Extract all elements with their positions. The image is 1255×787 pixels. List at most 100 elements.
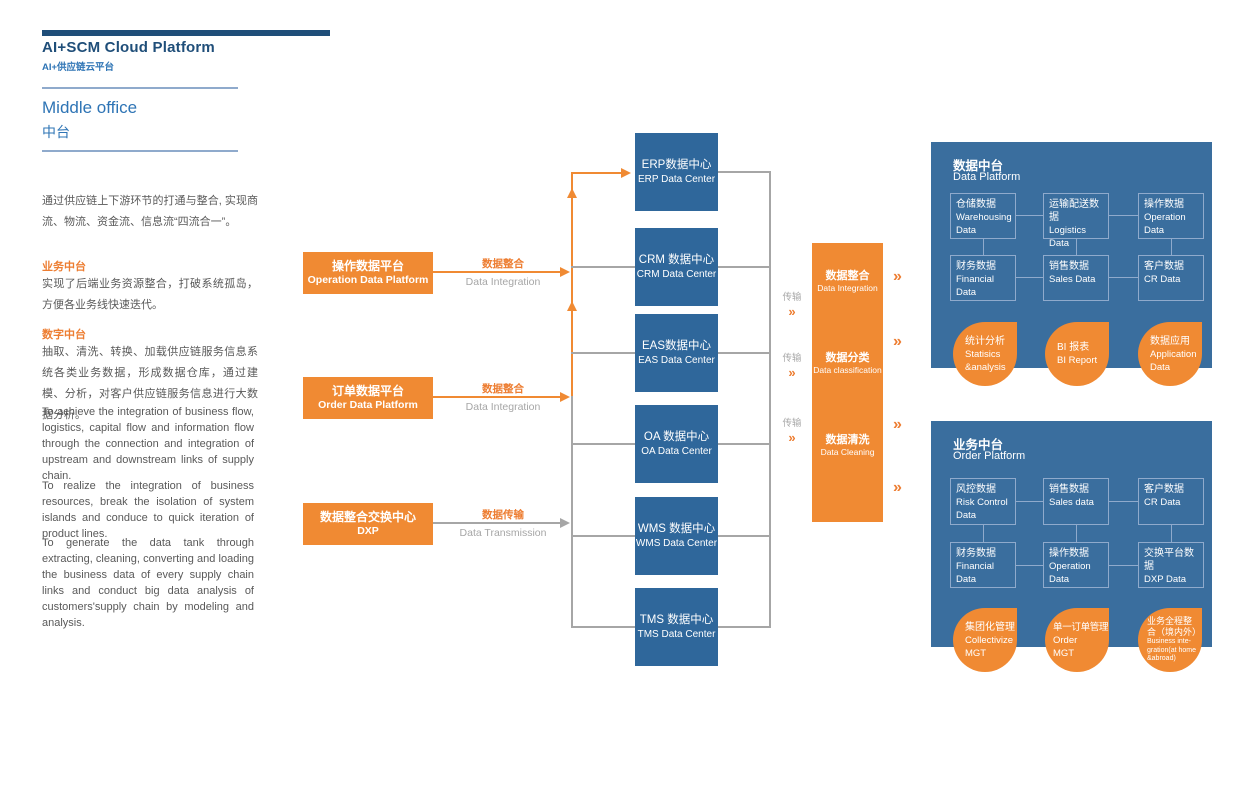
- box-label-zh: 销售数据: [1049, 484, 1089, 495]
- grid-connector: [1109, 277, 1138, 278]
- flow-arrow-line: [433, 396, 561, 398]
- eas-data-center-box: EAS数据中心 EAS Data Center: [635, 314, 718, 392]
- tms-label-en: TMS Data Center: [637, 629, 716, 640]
- operation-data-platform-label-en: Operation Data Platform: [307, 274, 429, 286]
- grid-connector: [1109, 215, 1138, 216]
- data-platform-panel: 数据中台 Data Platform 仓储数据 Warehousing Data…: [931, 142, 1212, 386]
- flow-arrow-line: [433, 522, 561, 524]
- collector-stub: [718, 352, 770, 354]
- collector-line: [769, 171, 771, 628]
- oa-label-zh: OA 数据中心: [643, 431, 710, 443]
- transfer-label-zh: 传输: [782, 292, 802, 303]
- collector-stub: [718, 535, 770, 537]
- order-data-platform-label-zh: 订单数据平台: [331, 384, 404, 398]
- box-label-zh: 客户数据: [1144, 484, 1184, 495]
- stage-label-en: Data Integration: [817, 283, 878, 293]
- crm-label-en: CRM Data Center: [636, 269, 717, 280]
- risk-control-data-box: 风控数据 Risk Control Data: [950, 478, 1016, 525]
- collector-stub: [718, 443, 770, 445]
- chevron-icon: »: [893, 268, 902, 285]
- box-label-en: Financial Data: [956, 274, 995, 298]
- grid-connector: [1171, 239, 1172, 255]
- tms-label-zh: TMS 数据中心: [639, 614, 714, 626]
- box-label-en: Sales Data: [1049, 274, 1096, 285]
- box-label-en: Operation Data: [1049, 561, 1091, 585]
- intro-paragraph-zh: 通过供应链上下游环节的打通与整合, 实现商流、物流、资金流、信息流“四流合一”。: [42, 195, 258, 228]
- statistics-analysis-bubble: 统计分析 Statisics &analysis: [953, 322, 1017, 386]
- box-label-en: CR Data: [1144, 497, 1181, 508]
- section-title-zh: 中台: [42, 124, 70, 140]
- box-label-zh: 销售数据: [1049, 261, 1089, 272]
- bus-line-gray: [571, 396, 573, 628]
- operation-data-platform-box: 操作数据平台 Operation Data Platform: [303, 252, 433, 294]
- bus-line-orange: [571, 172, 623, 174]
- box-label-zh: 财务数据: [956, 548, 996, 559]
- business-middle-office-heading: 业务中台: [42, 261, 86, 273]
- operation-data-box: 操作数据 Operation Data: [1043, 542, 1109, 588]
- stage-label-zh: 数据分类: [825, 352, 870, 364]
- flow-arrowhead: [560, 392, 570, 402]
- erp-label-en: ERP Data Center: [637, 174, 716, 185]
- transfer-label: 传输 »: [772, 415, 812, 447]
- chevron-icon: »: [788, 430, 796, 445]
- oa-data-center-box: OA 数据中心 OA Data Center: [635, 405, 718, 483]
- eas-label-en: EAS Data Center: [638, 355, 715, 366]
- transfer-label-zh: 传输: [782, 418, 802, 429]
- bus-arrowhead-up: [567, 301, 577, 311]
- stage-label-zh: 数据整合: [825, 270, 870, 282]
- dxp-box: 数据整合交换中心 DXP: [303, 503, 433, 545]
- link-label-en: Data Integration: [465, 401, 541, 413]
- sales-data-box: 销售数据 Sales Data: [1043, 255, 1109, 301]
- chevron-icon: »: [788, 304, 796, 319]
- divider-line: [42, 87, 238, 89]
- box-label-zh: 仓储数据: [956, 199, 996, 210]
- data-platform-title-en: Data Platform: [953, 171, 1021, 183]
- operation-data-box: 操作数据 Operation Data: [1138, 193, 1204, 239]
- business-middle-office-body: 实现了后端业务资源整合，打破系统孤岛，方便各业务线快速迭代。: [42, 278, 258, 311]
- wms-data-center-box: WMS 数据中心 WMS Data Center: [635, 497, 718, 575]
- grid-connector: [1016, 277, 1043, 278]
- link-label-en: Data Integration: [465, 276, 541, 288]
- bubble-label-en: Statisics &analysis: [965, 348, 1006, 373]
- flow-arrowhead: [560, 518, 570, 528]
- operation-data-platform-label-zh: 操作数据平台: [331, 259, 404, 273]
- box-label-en: Financial Data: [956, 561, 995, 585]
- bus-line-orange: [571, 172, 573, 398]
- order-data-platform-label-en: Order Data Platform: [318, 399, 418, 411]
- data-pipeline-box: 数据整合 Data Integration 数据分类 Data classifi…: [812, 243, 883, 522]
- box-label-zh: 运输配送数据: [1049, 199, 1099, 223]
- transfer-label: 传输 »: [772, 350, 812, 382]
- stub-line: [571, 535, 635, 537]
- order-platform-panel: 业务中台 Order Platform 风控数据 Risk Control Da…: [931, 421, 1212, 672]
- collector-stub: [718, 171, 770, 173]
- wms-label-zh: WMS 数据中心: [637, 523, 716, 535]
- box-label-zh: 操作数据: [1049, 548, 1089, 559]
- box-label-zh: 操作数据: [1144, 199, 1184, 210]
- link-label-zh: 数据传输: [482, 509, 524, 521]
- collector-stub: [718, 266, 770, 268]
- eas-label-zh: EAS数据中心: [641, 340, 711, 352]
- erp-data-center-box: ERP数据中心 ERP Data Center: [635, 133, 718, 211]
- financial-data-box: 财务数据 Financial Data: [950, 255, 1016, 301]
- box-label-zh: 风控数据: [956, 484, 996, 495]
- crm-data-center-box: CRM 数据中心 CRM Data Center: [635, 228, 718, 306]
- collector-stub: [718, 626, 770, 628]
- dxp-data-box: 交换平台数据 DXP Data: [1138, 542, 1204, 588]
- box-label-en: CR Data: [1144, 274, 1181, 285]
- bubble-label-en: Order MGT: [1053, 634, 1078, 659]
- stub-line: [571, 626, 635, 628]
- bi-report-bubble: BI 报表 BI Report: [1045, 322, 1109, 386]
- flow-arrowhead: [560, 267, 570, 277]
- chevron-icon: »: [893, 333, 902, 350]
- grid-connector: [1016, 215, 1043, 216]
- grid-connector: [983, 525, 984, 542]
- data-platform-title-zh: 数据中台: [953, 159, 1004, 173]
- flow-arrow-line: [433, 271, 561, 273]
- grid-connector: [1076, 239, 1077, 255]
- order-data-platform-box: 订单数据平台 Order Data Platform: [303, 377, 433, 419]
- section-title: Middle office: [42, 98, 138, 117]
- financial-data-box: 财务数据 Financial Data: [950, 542, 1016, 588]
- pipeline-stage-classification: 数据分类 Data classification: [812, 351, 883, 376]
- pipeline-stage-cleaning: 数据清洗 Data Cleaning: [812, 433, 883, 458]
- box-label-en: Operation Data: [1144, 212, 1186, 236]
